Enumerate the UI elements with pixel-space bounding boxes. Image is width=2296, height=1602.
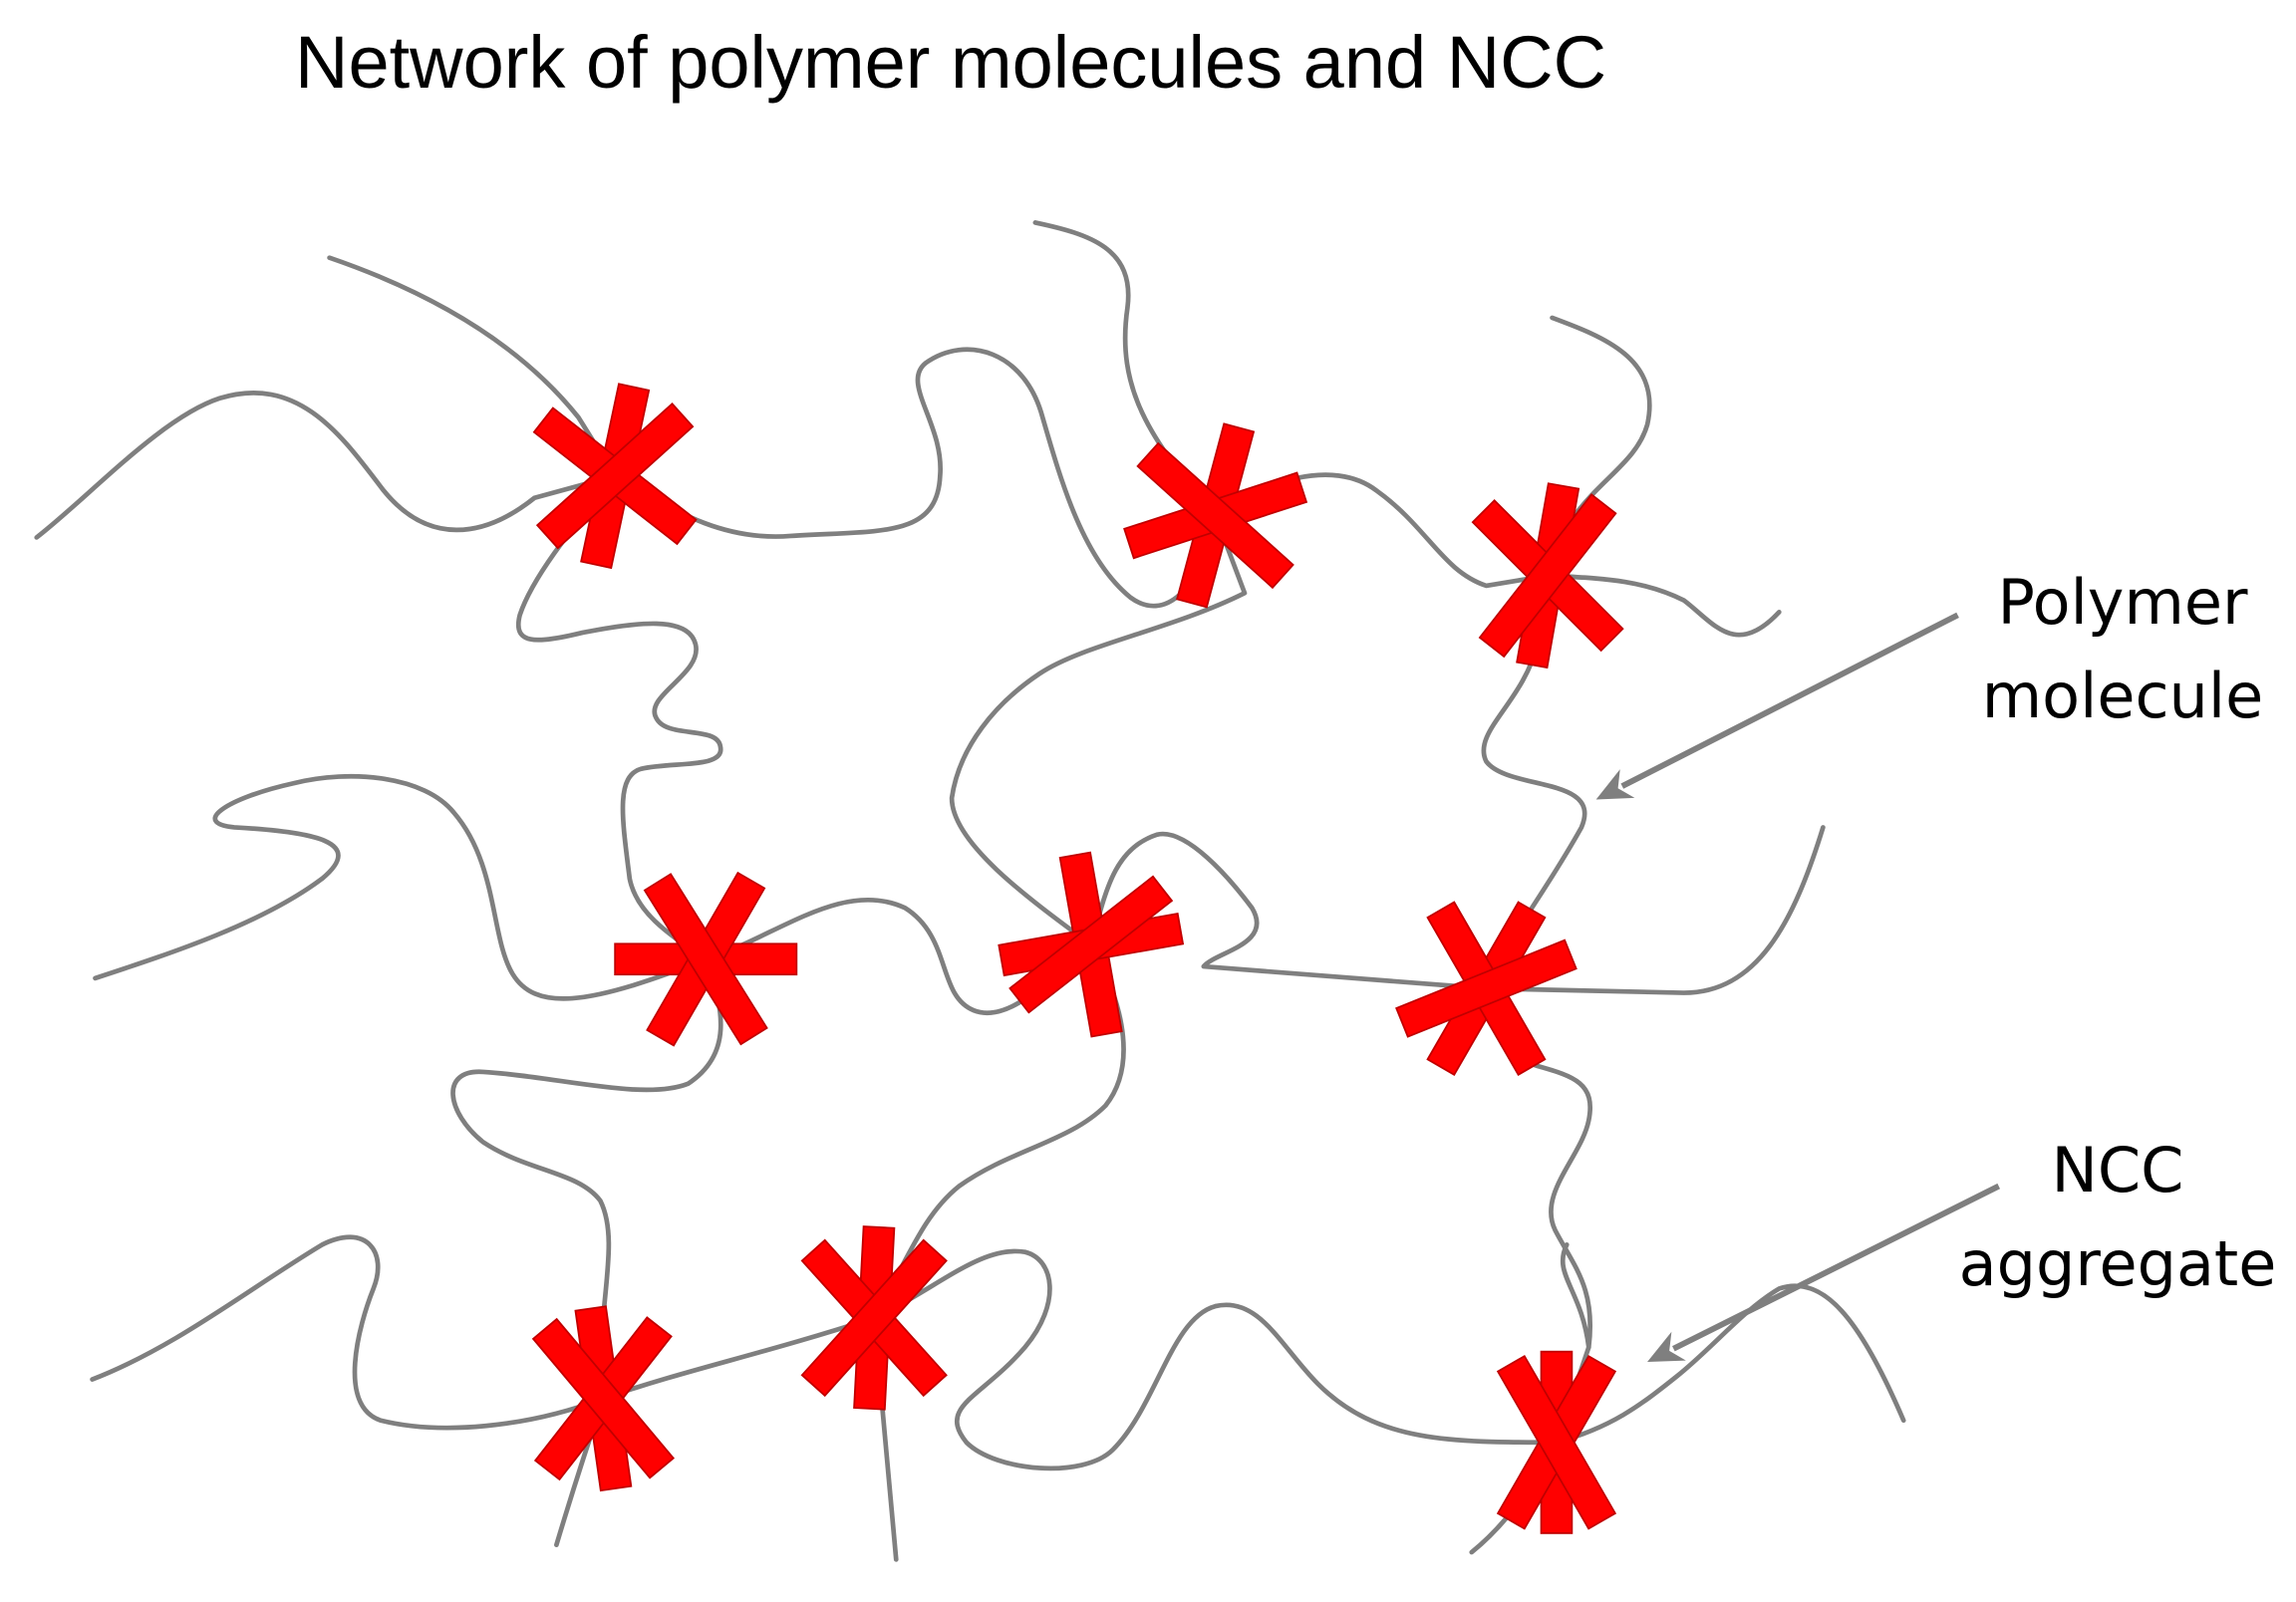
polymer-chain — [1545, 573, 1782, 638]
ncc-aggregate-star-icon — [1496, 1350, 1617, 1534]
ncc-aggregate-star-icon — [1471, 482, 1624, 669]
polymer-label-line2: molecule — [1981, 660, 2264, 732]
ncc-aggregate-star-icon — [532, 383, 698, 570]
polymer-chain — [871, 941, 1126, 1321]
ncc-aggregate-star-icon — [1395, 901, 1578, 1076]
polymer-chain — [1484, 825, 1826, 995]
polymer-chain — [612, 347, 1218, 609]
annotation-arrows — [1595, 612, 2001, 1362]
ncc-aggregate-star-icon — [614, 871, 798, 1047]
ncc-label-line1: NCC — [2051, 1134, 2184, 1206]
ncc-aggregate-star-icon — [1123, 422, 1308, 609]
polymer-chain — [516, 473, 723, 962]
ncc-aggregate-star-icon — [800, 1225, 948, 1411]
ncc-arrow-icon — [1647, 1183, 2001, 1362]
ncc-aggregates — [531, 383, 1624, 1534]
polymer-chain — [90, 1234, 606, 1431]
polymer-label-line1: Polymer — [1997, 566, 2248, 639]
polymer-chain — [949, 513, 1248, 947]
polymer-chains — [34, 220, 1906, 1562]
polymer-chain — [34, 391, 618, 540]
ncc-label-line2: aggregate — [1958, 1227, 2277, 1300]
polymer-molecule-label: Polymer molecule — [1953, 556, 2292, 743]
ncc-aggregate-label: NCC aggregate — [1948, 1124, 2287, 1311]
polymer-chain — [601, 1315, 877, 1402]
ncc-aggregate-star-icon — [531, 1305, 676, 1492]
polymer-chain — [450, 956, 723, 1402]
polymer-chain — [1554, 1283, 1906, 1446]
ncc-aggregate-star-icon — [998, 851, 1185, 1038]
polymer-arrow-icon — [1595, 612, 1959, 800]
polymer-chain — [327, 255, 618, 479]
polymer-chain — [1088, 831, 1489, 991]
polymer-chain — [1560, 1242, 1591, 1350]
diagram-title: Network of polymer molecules and NCC — [295, 21, 1607, 104]
polymer-chain — [871, 1248, 1560, 1471]
polymer-chain — [93, 773, 709, 1001]
